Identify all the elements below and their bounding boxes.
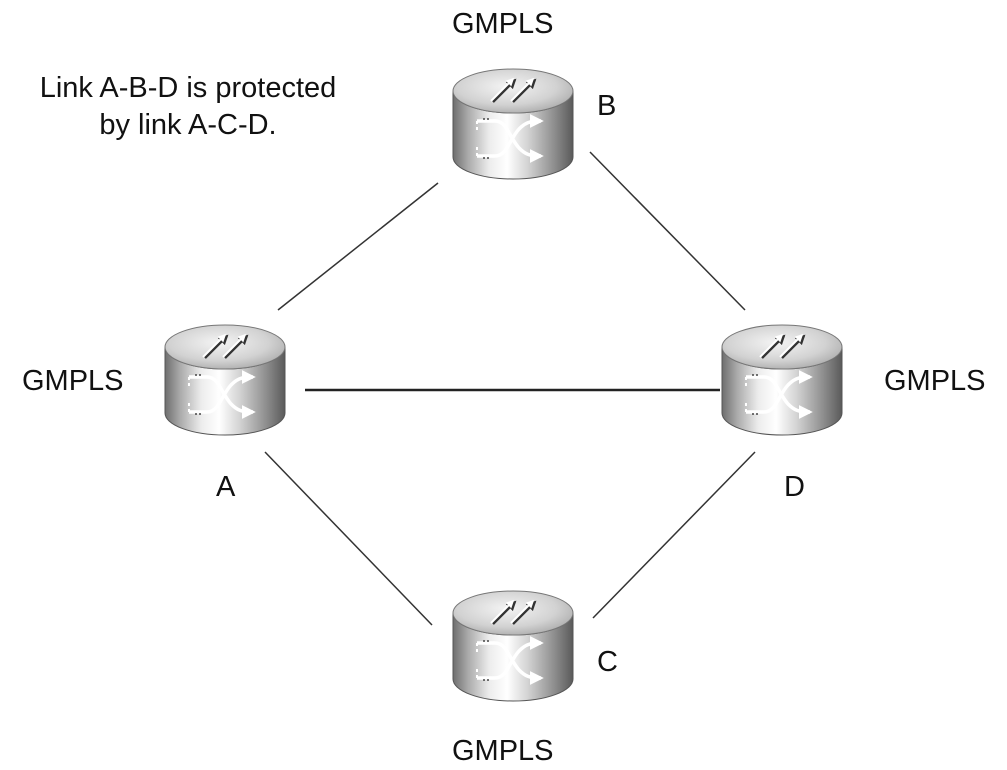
node-d-letter-label: D xyxy=(784,471,805,503)
node-c-letter-label: C xyxy=(597,646,618,678)
node-a-letter-label: A xyxy=(216,471,236,503)
node-a-protocol-label: GMPLS xyxy=(22,365,124,397)
node-c-protocol-label: GMPLS xyxy=(452,735,554,767)
node-a-switch-icon xyxy=(165,325,285,435)
link-c-d xyxy=(592,451,756,619)
protection-note-line-2: by link A-C-D. xyxy=(99,109,277,141)
node-b-switch-icon xyxy=(453,69,573,179)
node-d-protocol-label: GMPLS xyxy=(884,365,986,397)
node-c-switch-icon xyxy=(453,591,573,701)
link-b-d xyxy=(589,151,746,311)
node-d-switch-icon xyxy=(722,325,842,435)
node-b-protocol-label: GMPLS xyxy=(452,8,554,40)
link-a-b xyxy=(277,182,439,311)
protection-note: Link A-B-D is protected by link A-C-D. xyxy=(8,70,368,144)
node-b-letter-label: B xyxy=(597,90,617,122)
link-a-c xyxy=(264,451,433,626)
protection-note-line-1: Link A-B-D is protected xyxy=(39,72,337,104)
